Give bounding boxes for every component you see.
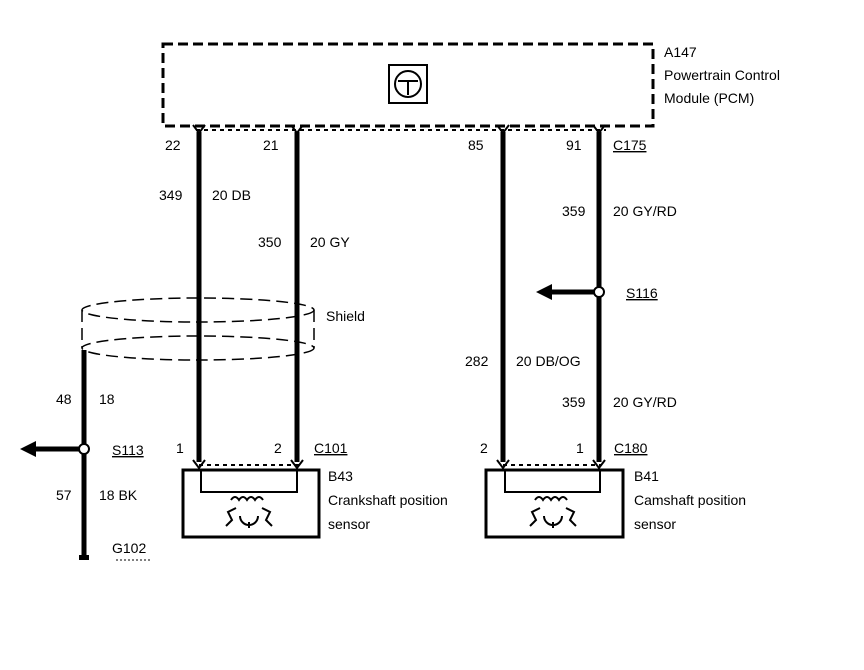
ckp-sensor-box (181, 468, 321, 539)
cmp-sensor-name-line2: sensor (634, 516, 676, 532)
pcm-module-box (161, 42, 655, 128)
wire-359-top-spec: 20 GY/RD (613, 203, 677, 219)
pcm-icon (388, 64, 428, 104)
pcm-name-line2: Module (PCM) (664, 90, 754, 106)
ckp-sensor-name-line2: sensor (328, 516, 370, 532)
wire-359-bottom-circuit: 359 (562, 394, 586, 410)
ground-g102-label: G102 (112, 540, 146, 556)
cmp-sensor-inner-frame (504, 470, 601, 493)
pcm-pin-21: 21 (263, 137, 279, 153)
cmp-sensor-name-line1: Camshaft position (634, 492, 746, 508)
wire-282-spec: 20 DB/OG (516, 353, 581, 369)
cmp-sensor-coil-icon (529, 496, 577, 528)
ground-icon (79, 555, 89, 560)
splice-s116 (536, 284, 605, 300)
cmp-connector (496, 459, 606, 470)
pcm-pin-85: 85 (468, 137, 484, 153)
splice-s113-label: S113 (112, 442, 144, 458)
pcm-pin-22: 22 (165, 137, 181, 153)
wire-282-circuit: 282 (465, 353, 489, 369)
cmp-pin-2: 2 (480, 440, 488, 456)
wire-359-bottom-spec: 20 GY/RD (613, 394, 677, 410)
wire-350-spec: 20 GY (310, 234, 350, 250)
wire-349-circuit: 349 (159, 187, 183, 203)
wire-57-spec: 18 BK (99, 487, 138, 503)
splice-s113 (20, 441, 90, 457)
wire-349-spec: 20 DB (212, 187, 251, 203)
cmp-connector-label: C180 (614, 440, 648, 456)
cmp-sensor-id: B41 (634, 468, 659, 484)
wire-57-circuit: 57 (56, 487, 72, 503)
pcm-pin-91: 91 (566, 137, 582, 153)
wire-48-spec: 18 (99, 391, 115, 407)
pcm-name-line1: Powertrain Control (664, 67, 780, 83)
shield-label: Shield (326, 308, 365, 324)
wire-359-top-circuit: 359 (562, 203, 586, 219)
wire-350-circuit: 350 (258, 234, 282, 250)
wire-48-circuit: 48 (56, 391, 72, 407)
ckp-sensor-coil-icon (225, 496, 273, 528)
ckp-pin-1: 1 (176, 440, 184, 456)
ckp-connector (192, 459, 304, 470)
cmp-pin-1: 1 (576, 440, 584, 456)
shield-symbol (81, 297, 315, 361)
ckp-pin-2: 2 (274, 440, 282, 456)
splice-s116-label: S116 (626, 285, 658, 301)
ckp-connector-label: C101 (314, 440, 348, 456)
pcm-id: A147 (664, 44, 697, 60)
pcm-connector-label: C175 (613, 137, 647, 153)
ckp-sensor-id: B43 (328, 468, 353, 484)
ckp-sensor-inner-frame (200, 470, 298, 493)
cmp-sensor-box (484, 468, 625, 539)
ckp-sensor-name-line1: Crankshaft position (328, 492, 448, 508)
